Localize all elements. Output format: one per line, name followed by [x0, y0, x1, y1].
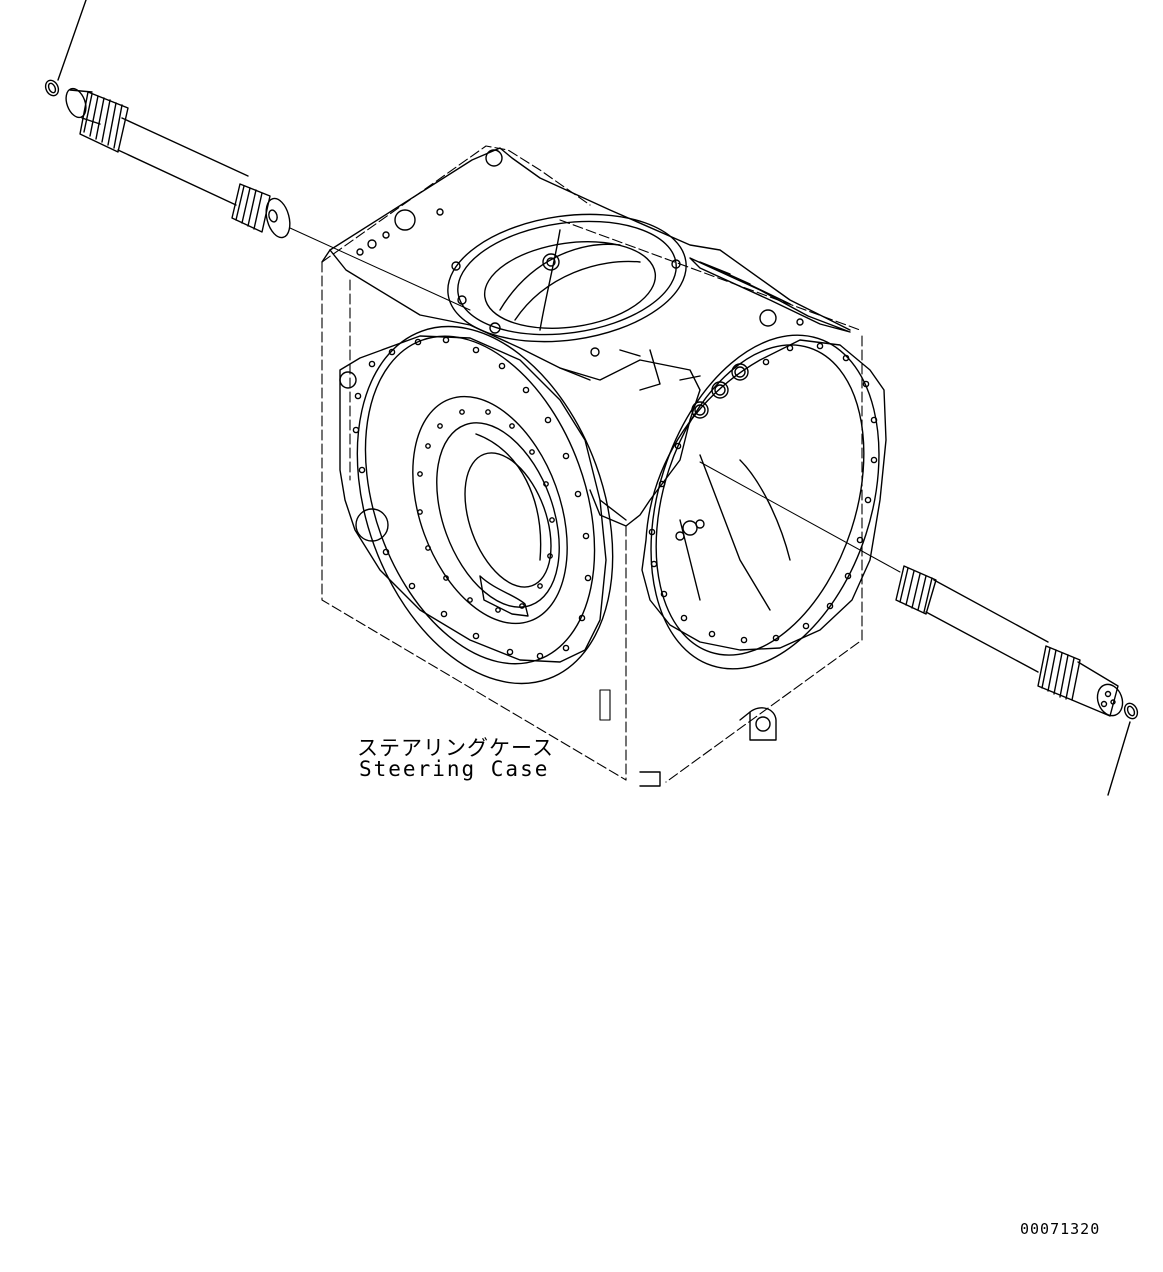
drawing-number: 00071320: [1020, 1220, 1101, 1238]
right-part-leader: [1107, 702, 1139, 796]
right-shaft: [699, 461, 1124, 717]
steering-case: [321, 145, 887, 787]
part-label-japanese: ステアリングケース: [357, 736, 554, 760]
part-label-english: Steering Case: [359, 757, 550, 781]
left-part-leader: [44, 0, 87, 97]
left-shaft: [65, 87, 291, 239]
